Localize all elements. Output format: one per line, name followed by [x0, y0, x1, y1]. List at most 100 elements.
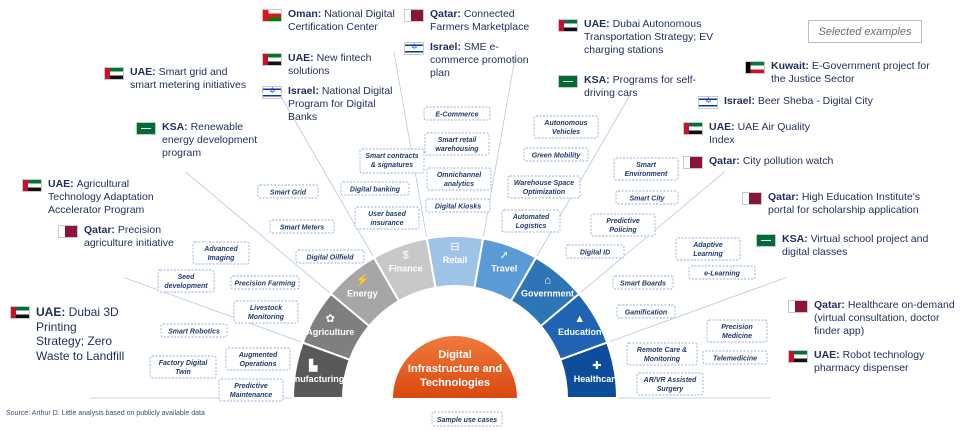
svg-text:Green Mobility: Green Mobility	[532, 153, 582, 160]
use-case-box: Smart Boards	[612, 275, 674, 290]
example-country: UAE:	[130, 66, 159, 78]
example-qatar-health: Qatar: Healthcare on-demand (virtual con…	[788, 299, 958, 337]
example-uae-pharmacy: UAE: Robot technology pharmacy dispenser	[788, 349, 953, 375]
example-description: National Digital Program for Digital Ban…	[288, 85, 393, 123]
sector-label-healthcare: Healthcare	[574, 374, 620, 384]
example-kuwait-justice: Kuwait: E-Government project for the Jus…	[745, 60, 940, 86]
svg-text:Operations: Operations	[240, 361, 277, 368]
svg-text:Sample use cases: Sample use cases	[437, 417, 497, 424]
svg-text:E-Commerce: E-Commerce	[435, 112, 478, 119]
svg-text:Environment: Environment	[625, 171, 668, 178]
example-uae-3d: UAE: Dubai 3D Printing Strategy; Zero Wa…	[10, 305, 125, 364]
ksa-flag-icon	[136, 122, 156, 135]
oman-flag-icon	[262, 9, 282, 22]
use-case-box: Precision Farming	[230, 275, 300, 290]
use-case-box: Digital ID	[565, 244, 625, 259]
graduation-icon: ▲	[574, 313, 585, 325]
sector-label-energy: Energy	[347, 289, 378, 299]
qatar-flag-icon	[742, 192, 762, 205]
svg-text:Smart contracts: Smart contracts	[365, 153, 418, 160]
example-qatar-pollution: Qatar: City pollution watch	[683, 155, 873, 169]
use-case-box: Green Mobility	[523, 147, 589, 162]
example-description: Connected Farmers Marketplace	[430, 8, 530, 33]
sector-divider	[393, 51, 427, 237]
example-description: UAE Air Quality Index	[709, 121, 810, 146]
example-description: Renewable energy development program	[162, 121, 258, 159]
example-country: Qatar:	[430, 8, 464, 20]
svg-text:Automated: Automated	[512, 214, 550, 221]
example-description: New fintech solutions	[288, 52, 372, 77]
svg-text:Seed: Seed	[178, 274, 195, 281]
sector-label-travel: Travel	[491, 264, 517, 274]
example-ksa-energy: KSA: Renewable energy development progra…	[136, 121, 271, 159]
example-uae-grid: UAE: Smart grid and smart metering initi…	[104, 66, 254, 92]
uae-flag-icon	[22, 179, 42, 192]
svg-text:Warehouse Space: Warehouse Space	[514, 180, 574, 187]
qatar-flag-icon	[788, 300, 808, 313]
example-description: E-Government project for the Justice Sec…	[771, 60, 930, 85]
example-israel-beersheba: Israel: Beer Sheba - Digital City	[698, 95, 898, 109]
qatar-flag-icon	[683, 156, 703, 169]
use-case-box: Smart Robotics	[160, 323, 228, 338]
example-description: City pollution watch	[742, 155, 834, 167]
example-description: Virtual school project and digital class…	[782, 233, 929, 258]
core-digital-infrastructure	[393, 336, 517, 398]
svg-text:Digital ID: Digital ID	[580, 250, 610, 257]
example-country: Oman:	[288, 8, 325, 20]
svg-text:Digital banking: Digital banking	[350, 187, 401, 194]
svg-text:development: development	[164, 283, 208, 290]
sector-divider	[185, 171, 330, 293]
sector-divider	[608, 277, 786, 343]
source-note: Source: Arthur D. Little analysis based …	[6, 410, 205, 417]
building-icon: ⌂	[544, 275, 551, 287]
example-country: Qatar:	[768, 191, 802, 203]
svg-text:Advanced: Advanced	[203, 246, 238, 253]
example-country: UAE:	[814, 349, 843, 361]
svg-text:Monitoring: Monitoring	[248, 314, 285, 321]
example-description: High Education Institute's portal for sc…	[768, 191, 920, 216]
example-country: Kuwait:	[771, 60, 812, 72]
example-oman-cert: Oman: National Digital Certification Cen…	[262, 8, 402, 34]
svg-text:Imaging: Imaging	[208, 255, 236, 262]
sector-label-government: Government	[521, 289, 574, 299]
travel-icon: ➚	[500, 250, 509, 262]
israel-flag-icon	[404, 42, 424, 55]
svg-text:Optimization: Optimization	[523, 189, 565, 196]
example-description: Smart grid and smart metering initiative…	[130, 66, 247, 91]
svg-text:Adaptive: Adaptive	[692, 242, 723, 249]
example-country: Qatar:	[84, 224, 118, 236]
uae-flag-icon	[104, 67, 124, 80]
example-description: SME e-commerce promotion plan	[430, 41, 529, 79]
energy-icon: ⚡	[356, 274, 370, 287]
svg-text:Smart Grid: Smart Grid	[270, 190, 307, 197]
example-country: Israel:	[288, 85, 322, 97]
svg-text:Digital Oilfield: Digital Oilfield	[306, 255, 354, 262]
use-case-box: Telemedicine	[702, 350, 768, 365]
svg-text:Predictive: Predictive	[234, 383, 268, 390]
factory-icon: ▙	[308, 358, 318, 372]
example-description: Beer Sheba - Digital City	[757, 95, 873, 107]
svg-text:Smart Meters: Smart Meters	[280, 225, 324, 232]
svg-text:Policing: Policing	[609, 227, 637, 234]
svg-text:Twin: Twin	[175, 369, 191, 376]
svg-text:Monitoring: Monitoring	[644, 356, 681, 363]
medical-icon: ✚	[592, 360, 601, 372]
example-uae-fintech: UAE: New fintech solutions	[262, 52, 402, 78]
money-icon: $	[403, 250, 409, 262]
example-country: Israel:	[724, 95, 758, 107]
example-description: Precision agriculture initiative	[84, 224, 174, 249]
use-case-box: Smart Grid	[257, 184, 319, 199]
sector-healthcare	[558, 341, 619, 399]
example-qatar-edu: Qatar: High Education Institute's portal…	[742, 191, 942, 217]
svg-text:Smart Robotics: Smart Robotics	[168, 329, 220, 336]
